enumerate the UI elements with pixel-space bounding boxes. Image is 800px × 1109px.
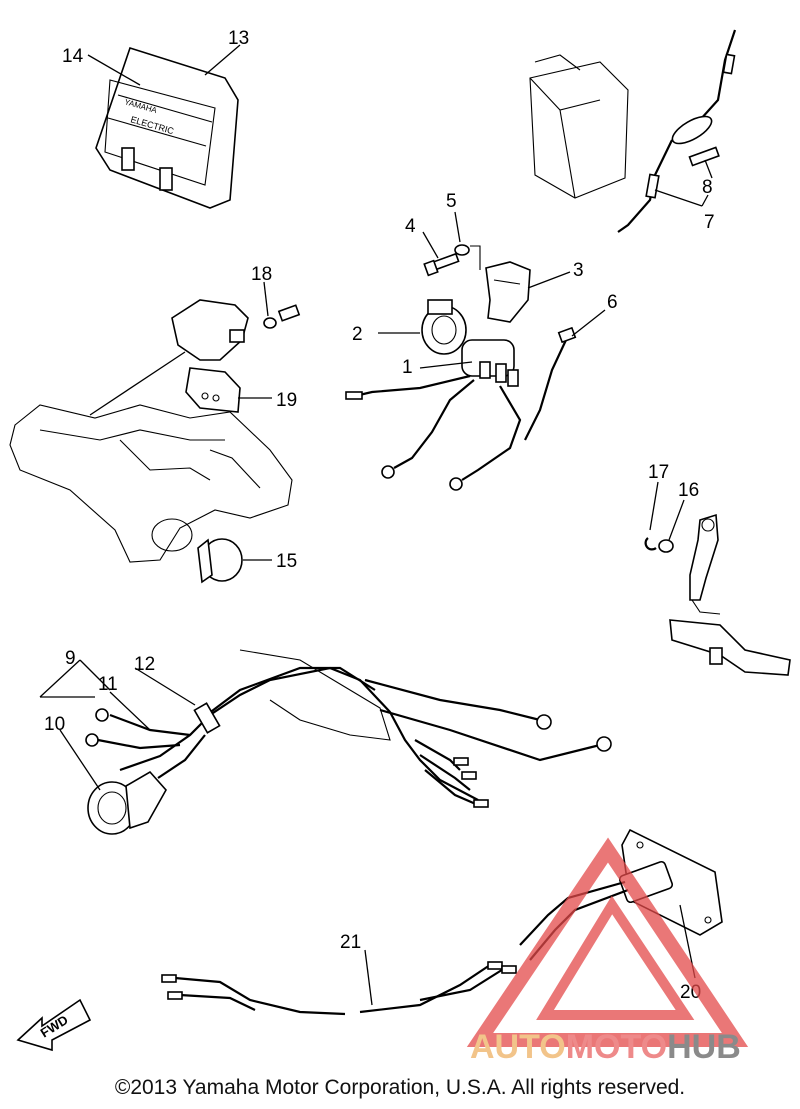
rubber-holder-2 xyxy=(421,299,467,355)
bracket-18 xyxy=(171,299,249,361)
callout-6: 6 xyxy=(607,292,618,313)
callout-15: 15 xyxy=(276,551,297,572)
holder-19 xyxy=(185,367,241,413)
watermark-moto: MOTO xyxy=(565,1028,668,1066)
callout-17: 17 xyxy=(648,462,669,483)
callout-18: 18 xyxy=(251,264,272,285)
washer-16 xyxy=(658,539,674,553)
callout-9: 9 xyxy=(65,648,76,669)
wire-lead-11 xyxy=(85,708,191,750)
switch-panel-20 xyxy=(618,828,723,936)
watermark-auto: AUTO xyxy=(470,1028,566,1066)
callout-3: 3 xyxy=(573,260,584,281)
watermark-brand: AUTOMOTOHUB xyxy=(470,1028,741,1067)
bracket-3 xyxy=(485,261,531,323)
bolt-4 xyxy=(423,252,460,277)
wire-harness-9 xyxy=(119,666,612,808)
bolt-18 xyxy=(263,304,301,329)
watermark-hub: HUB xyxy=(667,1028,741,1066)
callout-14: 14 xyxy=(62,46,84,67)
callout-7: 7 xyxy=(704,212,715,233)
watermark-logo xyxy=(466,837,749,1047)
clip-17 xyxy=(644,537,657,551)
callout-5: 5 xyxy=(446,191,457,212)
callout-12: 12 xyxy=(134,654,155,675)
starter-relay-1 xyxy=(461,339,519,387)
lever-assembly xyxy=(669,513,791,676)
battery-box-outline xyxy=(529,54,629,199)
harness-outline xyxy=(239,649,391,741)
callout-8: 8 xyxy=(702,177,713,198)
fuse-holder xyxy=(617,29,737,233)
lead-wire-6 xyxy=(524,326,577,441)
grommet-15 xyxy=(197,538,243,584)
callout-16: 16 xyxy=(678,480,699,501)
callout-19: 19 xyxy=(276,390,297,411)
lead-wire-21 xyxy=(161,880,629,1016)
electric-cover-box: YAMAHA ELECTRIC xyxy=(95,47,239,209)
fwd-arrow: FWD xyxy=(16,998,92,1052)
washer-5 xyxy=(454,244,470,256)
callout-21: 21 xyxy=(340,932,361,953)
callout-11: 11 xyxy=(98,674,118,695)
callout-1: 1 xyxy=(402,357,413,378)
callout-10: 10 xyxy=(44,714,65,735)
callout-13: 13 xyxy=(228,28,249,49)
connector-10 xyxy=(87,734,206,835)
bottom-cowling-outline xyxy=(9,404,293,563)
callout-4: 4 xyxy=(405,216,416,237)
copyright-notice: ©2013 Yamaha Motor Corporation, U.S.A. A… xyxy=(114,1076,686,1099)
callout-2: 2 xyxy=(352,324,363,345)
